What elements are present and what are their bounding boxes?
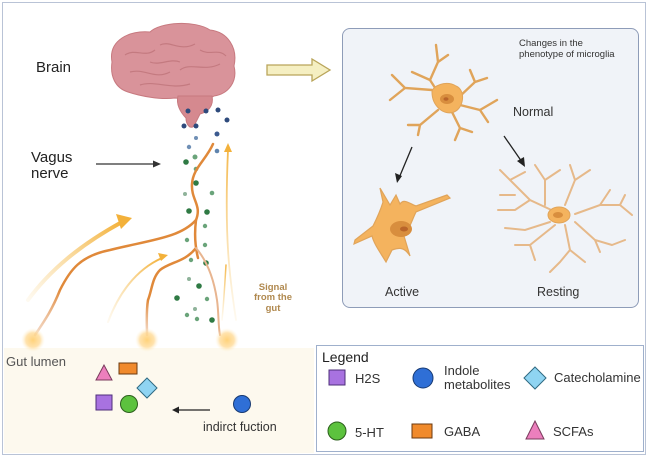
scfa-triangle-icon <box>95 363 113 381</box>
gaba-rect-icon <box>118 362 138 375</box>
h2s-square-icon <box>95 394 113 411</box>
vagus-pointer-arrow <box>96 160 161 168</box>
legend-label-gaba: GABA <box>444 424 481 439</box>
resting-label: Resting <box>537 285 580 299</box>
normal-label: Normal <box>513 105 554 119</box>
resting-microglia <box>497 164 633 273</box>
gut-lumen-region <box>4 348 314 453</box>
brain-label: Brain <box>36 59 72 76</box>
transition-arrow <box>266 57 332 83</box>
vagus-nerve-fibers <box>33 142 221 337</box>
signal-molecules <box>174 107 230 323</box>
legend-label-catecholamine: Catecholamine <box>554 370 641 385</box>
legend-5ht-swatch-icon <box>327 421 347 441</box>
active-label: Active <box>385 285 420 299</box>
legend-indole-swatch-icon <box>412 367 434 389</box>
figure-frame <box>2 2 646 455</box>
legend-label-indole: Indole metabolites <box>444 363 511 393</box>
legend-label-5ht: 5-HT <box>355 425 384 440</box>
indirect-function-label: indirct fuction <box>203 420 277 434</box>
legend-catecholamine-swatch-icon <box>523 366 547 390</box>
5ht-circle-icon <box>120 395 138 413</box>
legend-h2s-swatch-icon <box>328 369 346 386</box>
active-microglia <box>353 187 452 264</box>
legend-label-scfas: SCFAs <box>553 424 594 439</box>
microglia-panel-title: Changes in the phenotype of microglia <box>519 38 615 61</box>
legend-label-h2s: H2S <box>355 371 381 386</box>
gut-lumen-label: Gut lumen <box>6 354 66 369</box>
gut-signal-glows <box>21 328 239 352</box>
signal-arrows <box>26 143 237 323</box>
vagus-nerve-label: Vagus nerve <box>31 149 73 182</box>
indirect-arrow-head-icon <box>172 406 179 414</box>
legend: Legend H2S Indole metabolites Catecholam… <box>316 345 644 452</box>
legend-scfa-swatch-icon <box>525 419 545 440</box>
normal-microglia <box>388 43 499 142</box>
gut-molecules <box>95 362 251 414</box>
indole-circle-icon <box>233 395 251 413</box>
catecholamine-diamond-icon <box>136 377 158 399</box>
legend-title: Legend <box>322 349 369 365</box>
signal-from-gut-label: Signal from the gut <box>254 282 292 314</box>
legend-swatches <box>327 366 547 441</box>
phenotype-arrows <box>395 135 525 183</box>
brain-illustration <box>111 22 236 128</box>
legend-gaba-swatch-icon <box>411 423 433 439</box>
